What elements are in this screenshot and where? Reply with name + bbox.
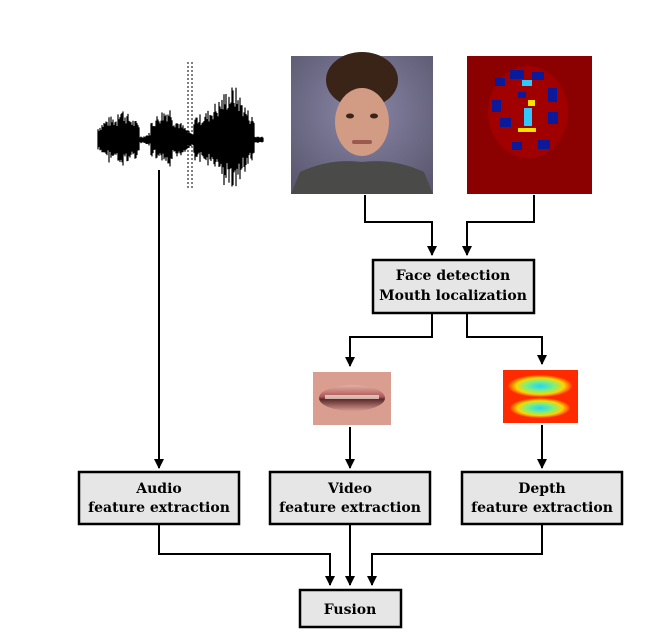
audio-waveform-icon	[97, 87, 264, 187]
node-fusion: Fusion	[298, 588, 403, 629]
node-label: Face detection	[396, 268, 510, 284]
edge-depth-to-fusion	[367, 524, 543, 586]
mouth-depth-heatmap-icon	[503, 370, 578, 423]
depth-map-icon	[467, 56, 592, 194]
node-label: Audio	[135, 481, 182, 497]
node-label: Depth	[518, 481, 565, 497]
node-audio-extraction: Audio feature extraction	[77, 470, 241, 526]
edge-depth-to-detect	[462, 195, 535, 256]
mouth-crop-icon	[313, 372, 391, 425]
node-label: feature extraction	[88, 500, 230, 516]
node-label: Fusion	[324, 602, 377, 618]
node-video-extraction: Video feature extraction	[268, 470, 432, 526]
edge-detect-to-lipdepth	[466, 314, 547, 365]
node-label: feature extraction	[279, 500, 421, 516]
node-face-detection: Face detection Mouth localization	[371, 258, 536, 315]
edge-audio-to-fusion	[158, 524, 335, 586]
face-photo-icon	[291, 52, 433, 194]
node-label: Mouth localization	[379, 288, 527, 304]
node-label: feature extraction	[471, 500, 613, 516]
edge-face-to-detect	[364, 195, 437, 256]
edge-detect-to-mouth	[345, 314, 433, 367]
node-depth-extraction: Depth feature extraction	[460, 470, 624, 526]
node-label: Video	[327, 481, 372, 497]
edges	[154, 170, 547, 586]
